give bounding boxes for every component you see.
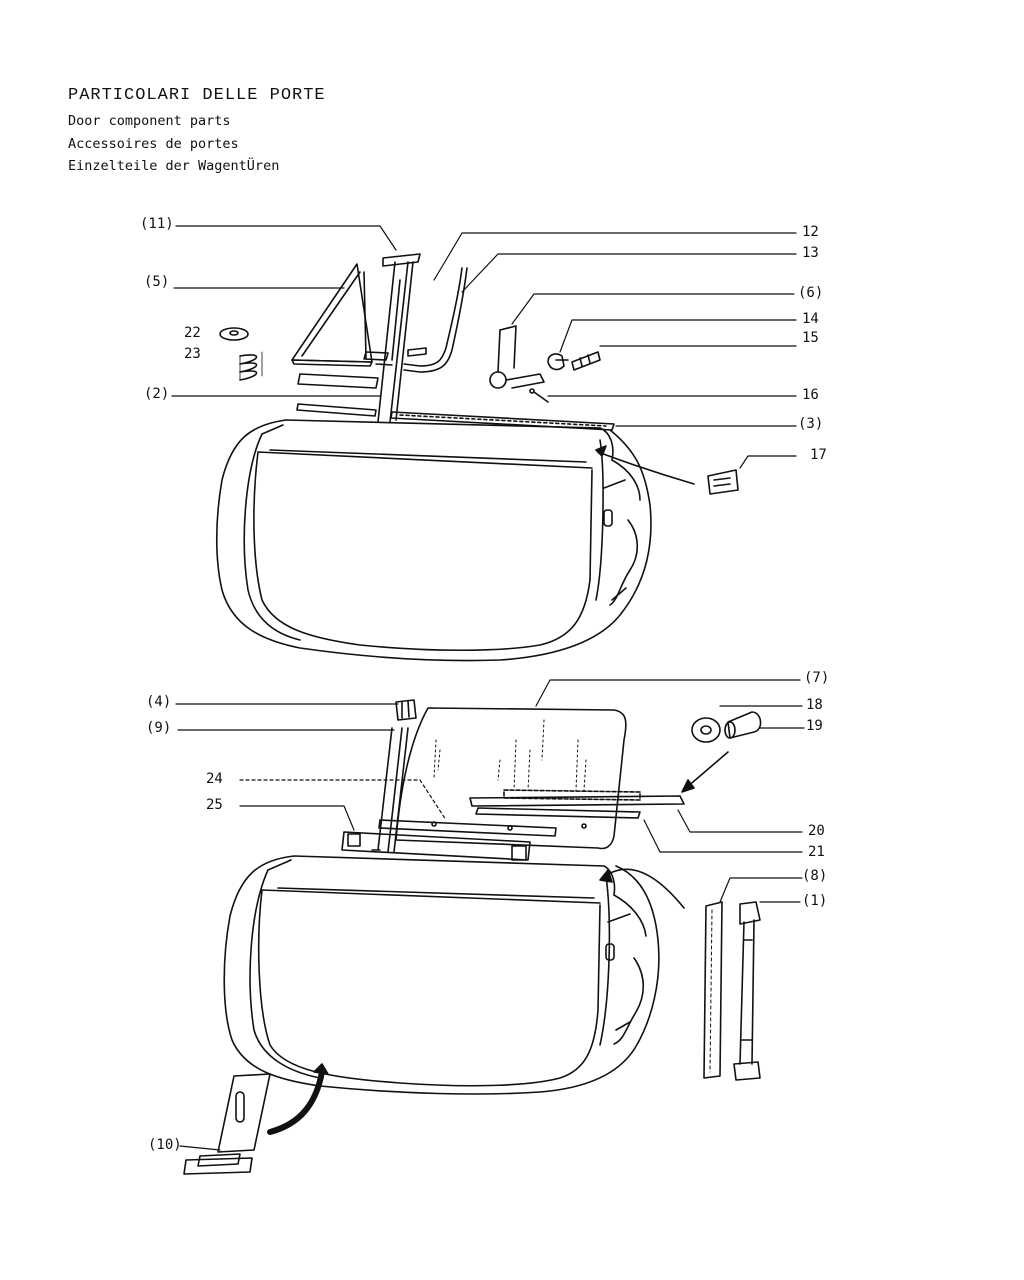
lock-cylinder-14 xyxy=(547,353,569,371)
window-glass-7 xyxy=(395,707,627,850)
upper-window-channel xyxy=(377,253,421,423)
callout-22: 22 xyxy=(184,325,201,341)
callout-20: 20 xyxy=(808,823,825,839)
callout-12: 12 xyxy=(802,224,819,240)
bolt-19 xyxy=(724,711,762,739)
guide-channel-9 xyxy=(371,727,409,853)
vent-lower-bracket xyxy=(297,351,393,389)
page-title: PARTICOLARI DELLE PORTE xyxy=(68,86,326,105)
arrow-head-rail xyxy=(681,779,695,793)
callout-5: (5) xyxy=(144,274,170,290)
washer-22 xyxy=(219,327,249,341)
callout-2: (2) xyxy=(144,386,170,402)
callout-23: 23 xyxy=(184,346,201,362)
arrow-to-rail xyxy=(685,751,729,789)
arrow-head-channel xyxy=(599,869,613,883)
callout-4: (4) xyxy=(146,694,172,710)
arrow-to-door xyxy=(267,1069,325,1135)
callout-1: (1) xyxy=(802,893,828,909)
glass-channel-4 xyxy=(395,699,417,721)
run-channel-1 xyxy=(733,901,761,1081)
regulator-track-24 xyxy=(378,819,557,837)
bushing-18 xyxy=(691,717,721,743)
callout-15: 15 xyxy=(802,330,819,346)
callout-17: 17 xyxy=(810,447,827,463)
subtitle-french: Accessoires de portes xyxy=(68,136,239,152)
subtitle-german: Einzelteile der WagentÜren xyxy=(68,158,280,174)
callout-14: 14 xyxy=(802,311,819,327)
clip-17 xyxy=(707,469,739,495)
rail-20 xyxy=(469,789,685,807)
arrow-head-door xyxy=(313,1063,329,1075)
subtitle-english: Door component parts xyxy=(68,113,231,129)
quarter-vent-glass xyxy=(291,263,373,367)
hinge-bracket-10 xyxy=(183,1073,271,1175)
callout-24: 24 xyxy=(206,771,223,787)
seal-strip-8 xyxy=(703,901,723,1079)
weatherstrip-seal xyxy=(403,267,468,373)
lower-door-shell xyxy=(223,855,660,1095)
callout-7: (7) xyxy=(804,670,830,686)
spring-23 xyxy=(239,351,263,381)
upper-belt-strip xyxy=(296,403,615,431)
leader-lines xyxy=(171,225,805,1151)
callout-3: (3) xyxy=(798,416,824,432)
upper-door-shell xyxy=(215,419,652,662)
arrow-head-upper xyxy=(595,445,607,457)
rail-21 xyxy=(475,807,641,829)
callout-11: (11) xyxy=(140,216,174,232)
callout-21: 21 xyxy=(808,844,825,860)
callout-18: 18 xyxy=(806,697,823,713)
callout-6: (6) xyxy=(798,285,824,301)
callout-25: 25 xyxy=(206,797,223,813)
callout-8: (8) xyxy=(802,868,828,884)
callout-13: 13 xyxy=(802,245,819,261)
regulator-base-25 xyxy=(341,831,531,861)
key-15 xyxy=(571,351,601,371)
pin-16 xyxy=(529,388,549,403)
callout-19: 19 xyxy=(806,718,823,734)
door-handle-6 xyxy=(489,325,545,389)
callout-16: 16 xyxy=(802,387,819,403)
callout-10: (10) xyxy=(148,1137,182,1153)
callout-9: (9) xyxy=(146,720,172,736)
arrow-to-clip xyxy=(597,451,695,485)
